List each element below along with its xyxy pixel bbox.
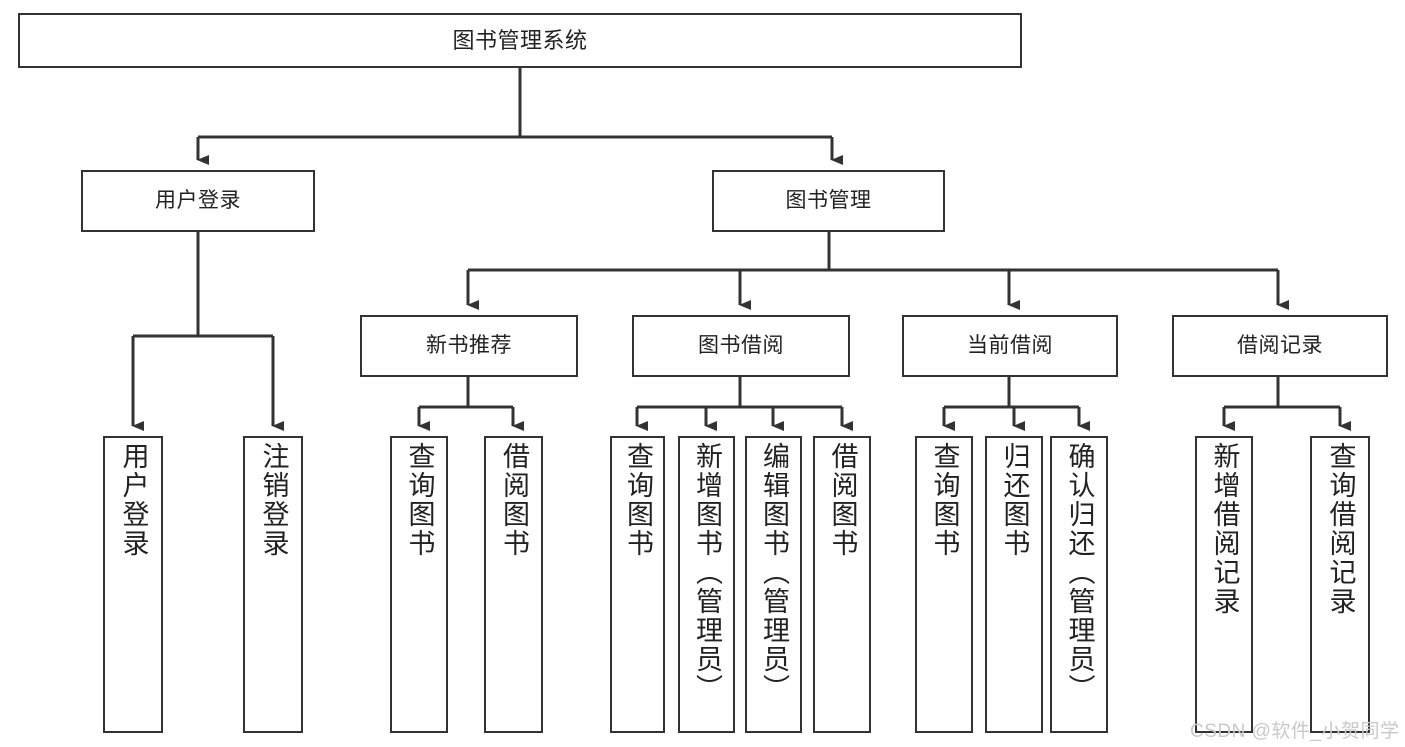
node-leaf-add-book-admin-label: 新增图书（管理员） [692,442,722,703]
node-leaf-query-book-borrow-label: 查询图书 [623,442,653,558]
node-leaf-add-borrow-record-label: 新增借阅记录 [1209,442,1240,616]
node-new-book-recommend-label: 新书推荐 [426,333,512,357]
node-leaf-return-book[interactable]: 归还图书 [985,436,1043,733]
node-leaf-query-book-recommend[interactable]: 查询图书 [390,436,448,733]
node-current-borrow-label: 当前借阅 [967,333,1053,357]
node-leaf-query-book-recommend-label: 查询图书 [404,442,435,558]
node-book-management-label: 图书管理 [785,188,872,212]
node-book-management[interactable]: 图书管理 [712,170,945,232]
node-leaf-edit-book-admin-label: 编辑图书（管理员） [759,442,789,703]
node-current-borrow[interactable]: 当前借阅 [902,315,1118,377]
node-leaf-query-borrow-record[interactable]: 查询借阅记录 [1310,436,1370,733]
node-borrow-record[interactable]: 借阅记录 [1172,315,1388,377]
node-leaf-query-borrow-record-label: 查询借阅记录 [1325,442,1356,616]
node-new-book-recommend[interactable]: 新书推荐 [360,315,578,377]
node-leaf-user-login[interactable]: 用户登录 [103,436,163,733]
node-user-login-label: 用户登录 [155,188,241,212]
node-leaf-edit-book-admin[interactable]: 编辑图书（管理员） [745,436,802,733]
node-root[interactable]: 图书管理系统 [18,13,1022,68]
node-user-login[interactable]: 用户登录 [81,170,315,232]
node-leaf-borrow-book[interactable]: 借阅图书 [813,436,871,733]
node-leaf-return-book-label: 归还图书 [999,442,1030,558]
node-leaf-user-login-label: 用户登录 [118,442,149,558]
node-leaf-add-book-admin[interactable]: 新增图书（管理员） [678,436,735,733]
node-leaf-query-book-current[interactable]: 查询图书 [915,436,973,733]
node-borrow-record-label: 借阅记录 [1237,333,1323,357]
node-leaf-query-book-current-label: 查询图书 [929,442,960,558]
node-root-label: 图书管理系统 [452,27,588,53]
node-book-borrow-label: 图书借阅 [698,333,784,357]
node-leaf-logout-login-label: 注销登录 [258,442,289,558]
node-leaf-query-book-borrow[interactable]: 查询图书 [610,436,665,733]
node-leaf-borrow-book-recommend[interactable]: 借阅图书 [484,436,543,733]
node-leaf-logout-login[interactable]: 注销登录 [243,436,303,733]
node-leaf-borrow-book-recommend-label: 借阅图书 [499,442,529,558]
node-leaf-confirm-return-admin[interactable]: 确认归还（管理员） [1050,436,1108,733]
node-leaf-borrow-book-label: 借阅图书 [827,442,858,558]
csdn-watermark: CSDN @软件_小贺同学 [1190,721,1400,742]
node-leaf-confirm-return-admin-label: 确认归还（管理员） [1064,442,1095,703]
node-book-borrow[interactable]: 图书借阅 [632,315,850,377]
node-leaf-add-borrow-record[interactable]: 新增借阅记录 [1195,436,1253,733]
